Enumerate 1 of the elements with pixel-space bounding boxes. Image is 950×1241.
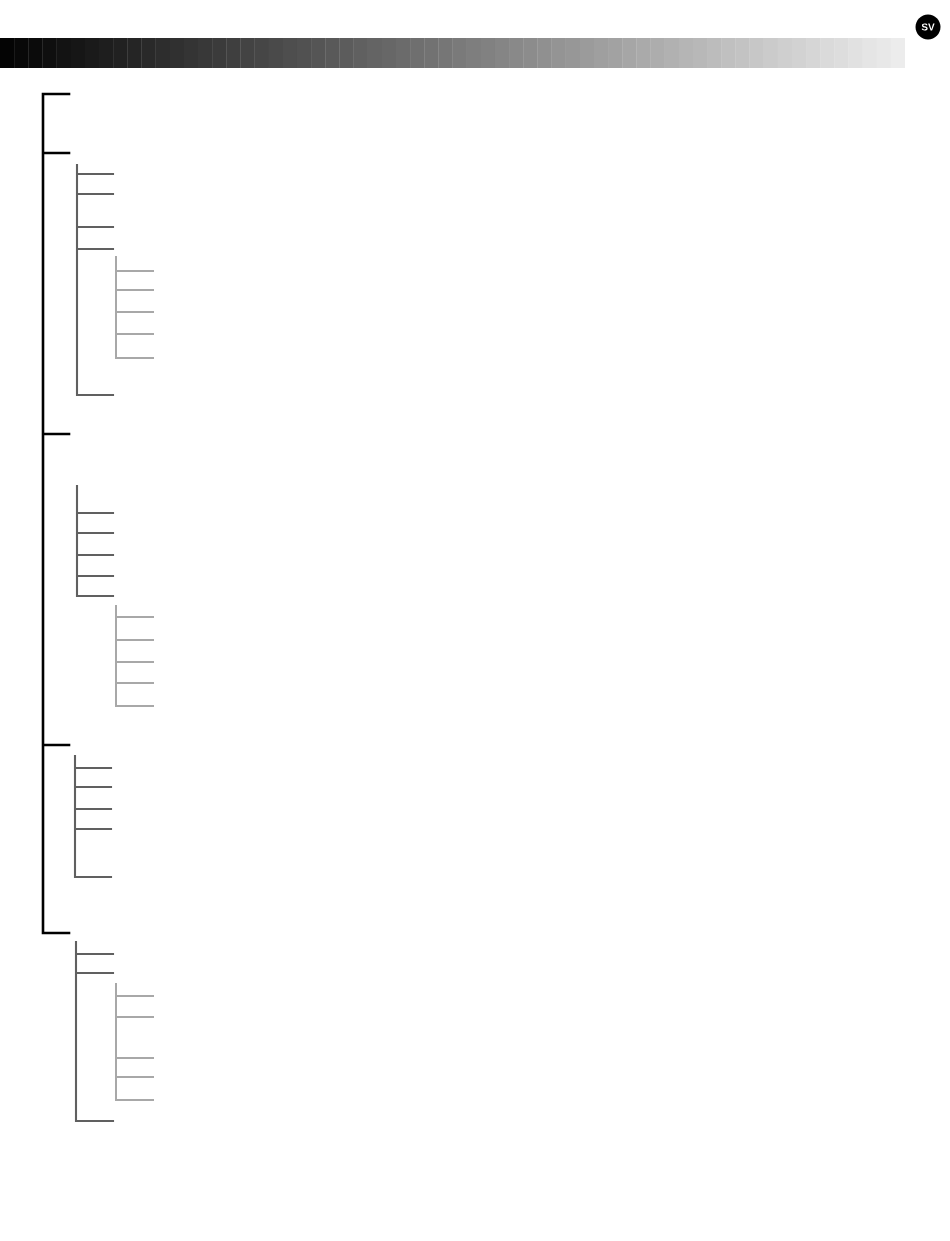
language-badge: SV xyxy=(915,14,941,40)
